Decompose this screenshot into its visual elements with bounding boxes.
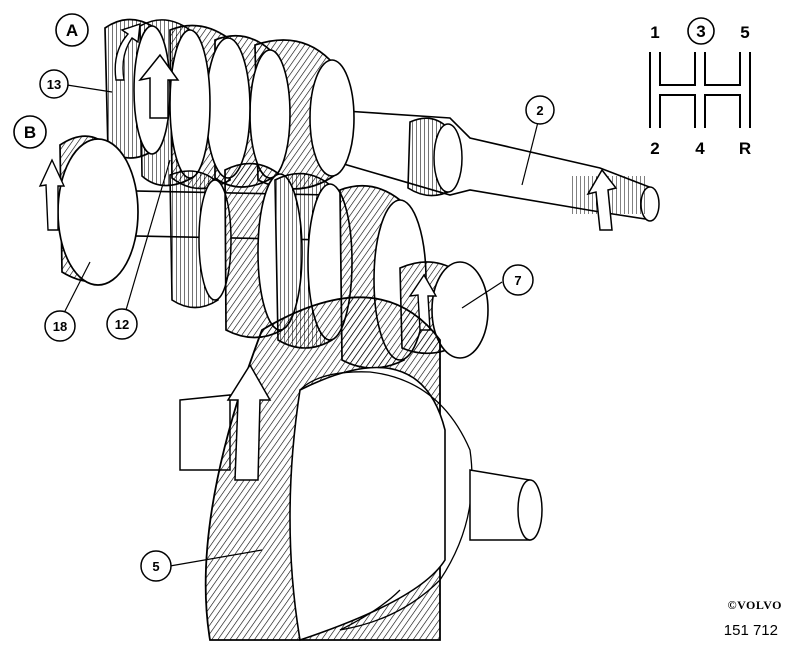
output-shaft (329, 109, 660, 231)
svg-text:2: 2 (536, 103, 543, 118)
svg-text:B: B (24, 123, 36, 142)
svg-text:13: 13 (47, 77, 61, 92)
selected-gear-ring (687, 17, 715, 45)
large-gear-5 (179, 296, 543, 642)
shift-pos-5: 5 (740, 23, 749, 42)
svg-text:A: A (66, 21, 78, 40)
shift-pattern: 1 3 5 2 4 R (649, 17, 751, 158)
svg-text:18: 18 (53, 319, 67, 334)
shift-pos-r: R (739, 139, 751, 158)
shift-pos-3: 3 (696, 22, 705, 41)
shift-pos-1: 1 (650, 23, 659, 42)
callout-12: 12 (106, 308, 138, 340)
callout-18: 18 (44, 310, 76, 342)
svg-text:12: 12 (115, 317, 129, 332)
callout-5: 5 (140, 550, 172, 582)
rotation-arrow-icon (226, 363, 272, 481)
leader-lines (63, 84, 539, 567)
copyright-mark: ©VOLVO (727, 598, 782, 612)
rotation-arrow-icon (408, 273, 438, 331)
upper-gear-stack (104, 18, 355, 190)
callout-2: 2 (525, 95, 555, 125)
shift-pos-4: 4 (695, 139, 705, 158)
shift-arrow-icon (138, 53, 180, 119)
callout-7: 7 (502, 264, 534, 296)
callout-13: 13 (39, 69, 69, 99)
svg-text:7: 7 (514, 273, 521, 288)
rotation-arrow-icon (38, 158, 66, 231)
counter-shaft (38, 135, 427, 369)
shift-pos-2: 2 (650, 139, 659, 158)
callout-a: A (55, 13, 89, 47)
rotation-arrow-icon (586, 168, 618, 231)
figure-number: 151 712 (723, 622, 778, 639)
callout-b: B (13, 115, 47, 149)
svg-text:5: 5 (152, 559, 159, 574)
rotation-arrow-icon (114, 22, 141, 81)
